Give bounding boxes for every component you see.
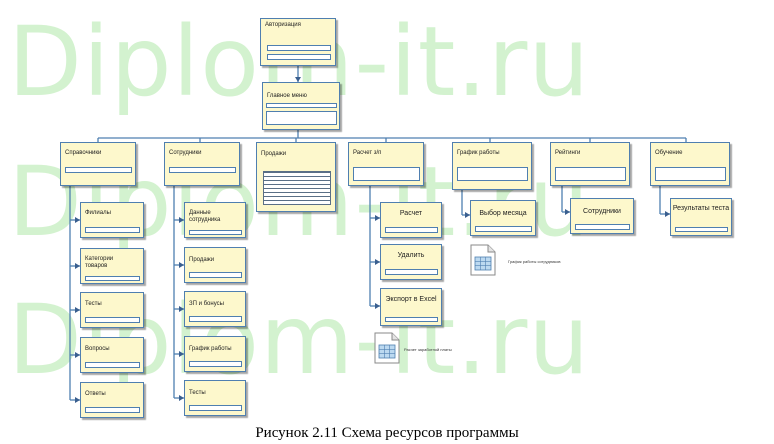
content-area [385, 317, 438, 322]
node-label: Сотрудники [583, 208, 621, 215]
node-auth: Авторизация [260, 18, 336, 66]
node-label: Выбор месяца [479, 210, 527, 217]
content-area [85, 362, 140, 368]
node-raschet2: Расчет [380, 202, 442, 238]
node-vybor: Выбор месяца [470, 200, 536, 236]
content-area [475, 226, 532, 232]
content-area [85, 407, 140, 413]
node-label: Продажи [189, 257, 215, 263]
node-label: Расчет з/п [353, 150, 382, 156]
node-label: Экспорт в Excel [385, 296, 437, 303]
content-area [85, 317, 140, 323]
node-label: Авторизация [265, 22, 301, 28]
spreadsheet-document-icon [470, 244, 496, 276]
content-area [555, 167, 626, 181]
content-area [575, 224, 630, 230]
node-sotr: Сотрудники [164, 142, 240, 186]
node-label: Тесты [85, 301, 102, 307]
node-main-menu: Главное меню [262, 82, 340, 130]
node-label: Продажи [261, 151, 287, 157]
node-label: Результаты теста [672, 205, 730, 212]
content-area [655, 167, 726, 181]
node-label: Удалить [397, 252, 425, 259]
node-filialy: Филиалы [80, 202, 144, 238]
node-zp: ЗП и бонусы [184, 291, 246, 327]
node-sprav: Справочники [60, 142, 136, 186]
content-area [85, 276, 140, 281]
spreadsheet-document-icon [374, 332, 400, 364]
node-rezultaty: Результаты теста [670, 198, 732, 236]
login-field [267, 45, 331, 51]
node-label: Рейтинги [555, 150, 581, 156]
node-label: ЗП и бонусы [189, 301, 224, 307]
node-label: Обучение [655, 150, 683, 156]
content-area [85, 227, 140, 233]
tab-bar [169, 167, 236, 173]
node-label: Расчет [399, 210, 423, 217]
node-eksport: Экспорт в Excel [380, 288, 442, 326]
menu-bar [266, 103, 337, 108]
content-area [385, 269, 438, 275]
tab-bar [65, 167, 132, 173]
node-testy: Тесты [80, 292, 144, 328]
content-area [189, 316, 242, 322]
node-label: Категории товаров [85, 256, 114, 269]
node-obuch: Обучение [650, 142, 730, 186]
node-udalit: Удалить [380, 244, 442, 280]
node-label: Справочники [65, 150, 102, 156]
node-label: Филиалы [85, 210, 111, 216]
node-label: Сотрудники [169, 150, 202, 156]
node-sotrudniki: Сотрудники [570, 198, 634, 234]
node-label: Данные сотрудника [189, 210, 221, 223]
node-label: График работы [189, 346, 232, 352]
node-prodazhi: Продажи [184, 247, 246, 283]
node-label: График работы [457, 150, 500, 156]
node-label: Главное меню [267, 93, 307, 99]
node-dannye: Данные сотрудника [184, 202, 246, 238]
node-grafik: График работы [452, 142, 532, 190]
content-area [353, 167, 420, 181]
node-voprosy: Вопросы [80, 337, 144, 373]
content-area [189, 230, 242, 235]
content-area [675, 227, 728, 232]
content-area [457, 167, 528, 181]
node-raschet: Расчет з/п [348, 142, 424, 186]
node-testy2: Тесты [184, 380, 246, 416]
node-label: Ответы [85, 391, 106, 397]
node-prod: Продажи [256, 142, 336, 212]
content-area [385, 227, 438, 233]
figure-caption: Рисунок 2.11 Схема ресурсов программы [255, 425, 519, 441]
sales-table [263, 171, 331, 205]
node-reiting: Рейтинги [550, 142, 630, 186]
node-label: Тесты [189, 390, 206, 396]
document-label: Расчет заработной платы [404, 347, 452, 352]
document-label: График работы сотрудников [508, 259, 561, 264]
node-kategorii: Категории товаров [80, 248, 144, 284]
content-area [189, 272, 242, 278]
content-area [189, 361, 242, 367]
content-area [189, 405, 242, 411]
node-label: Вопросы [85, 346, 110, 352]
password-field [267, 54, 331, 60]
node-otvety: Ответы [80, 382, 144, 418]
node-grafik2: График работы [184, 336, 246, 372]
menu-area [266, 111, 337, 125]
